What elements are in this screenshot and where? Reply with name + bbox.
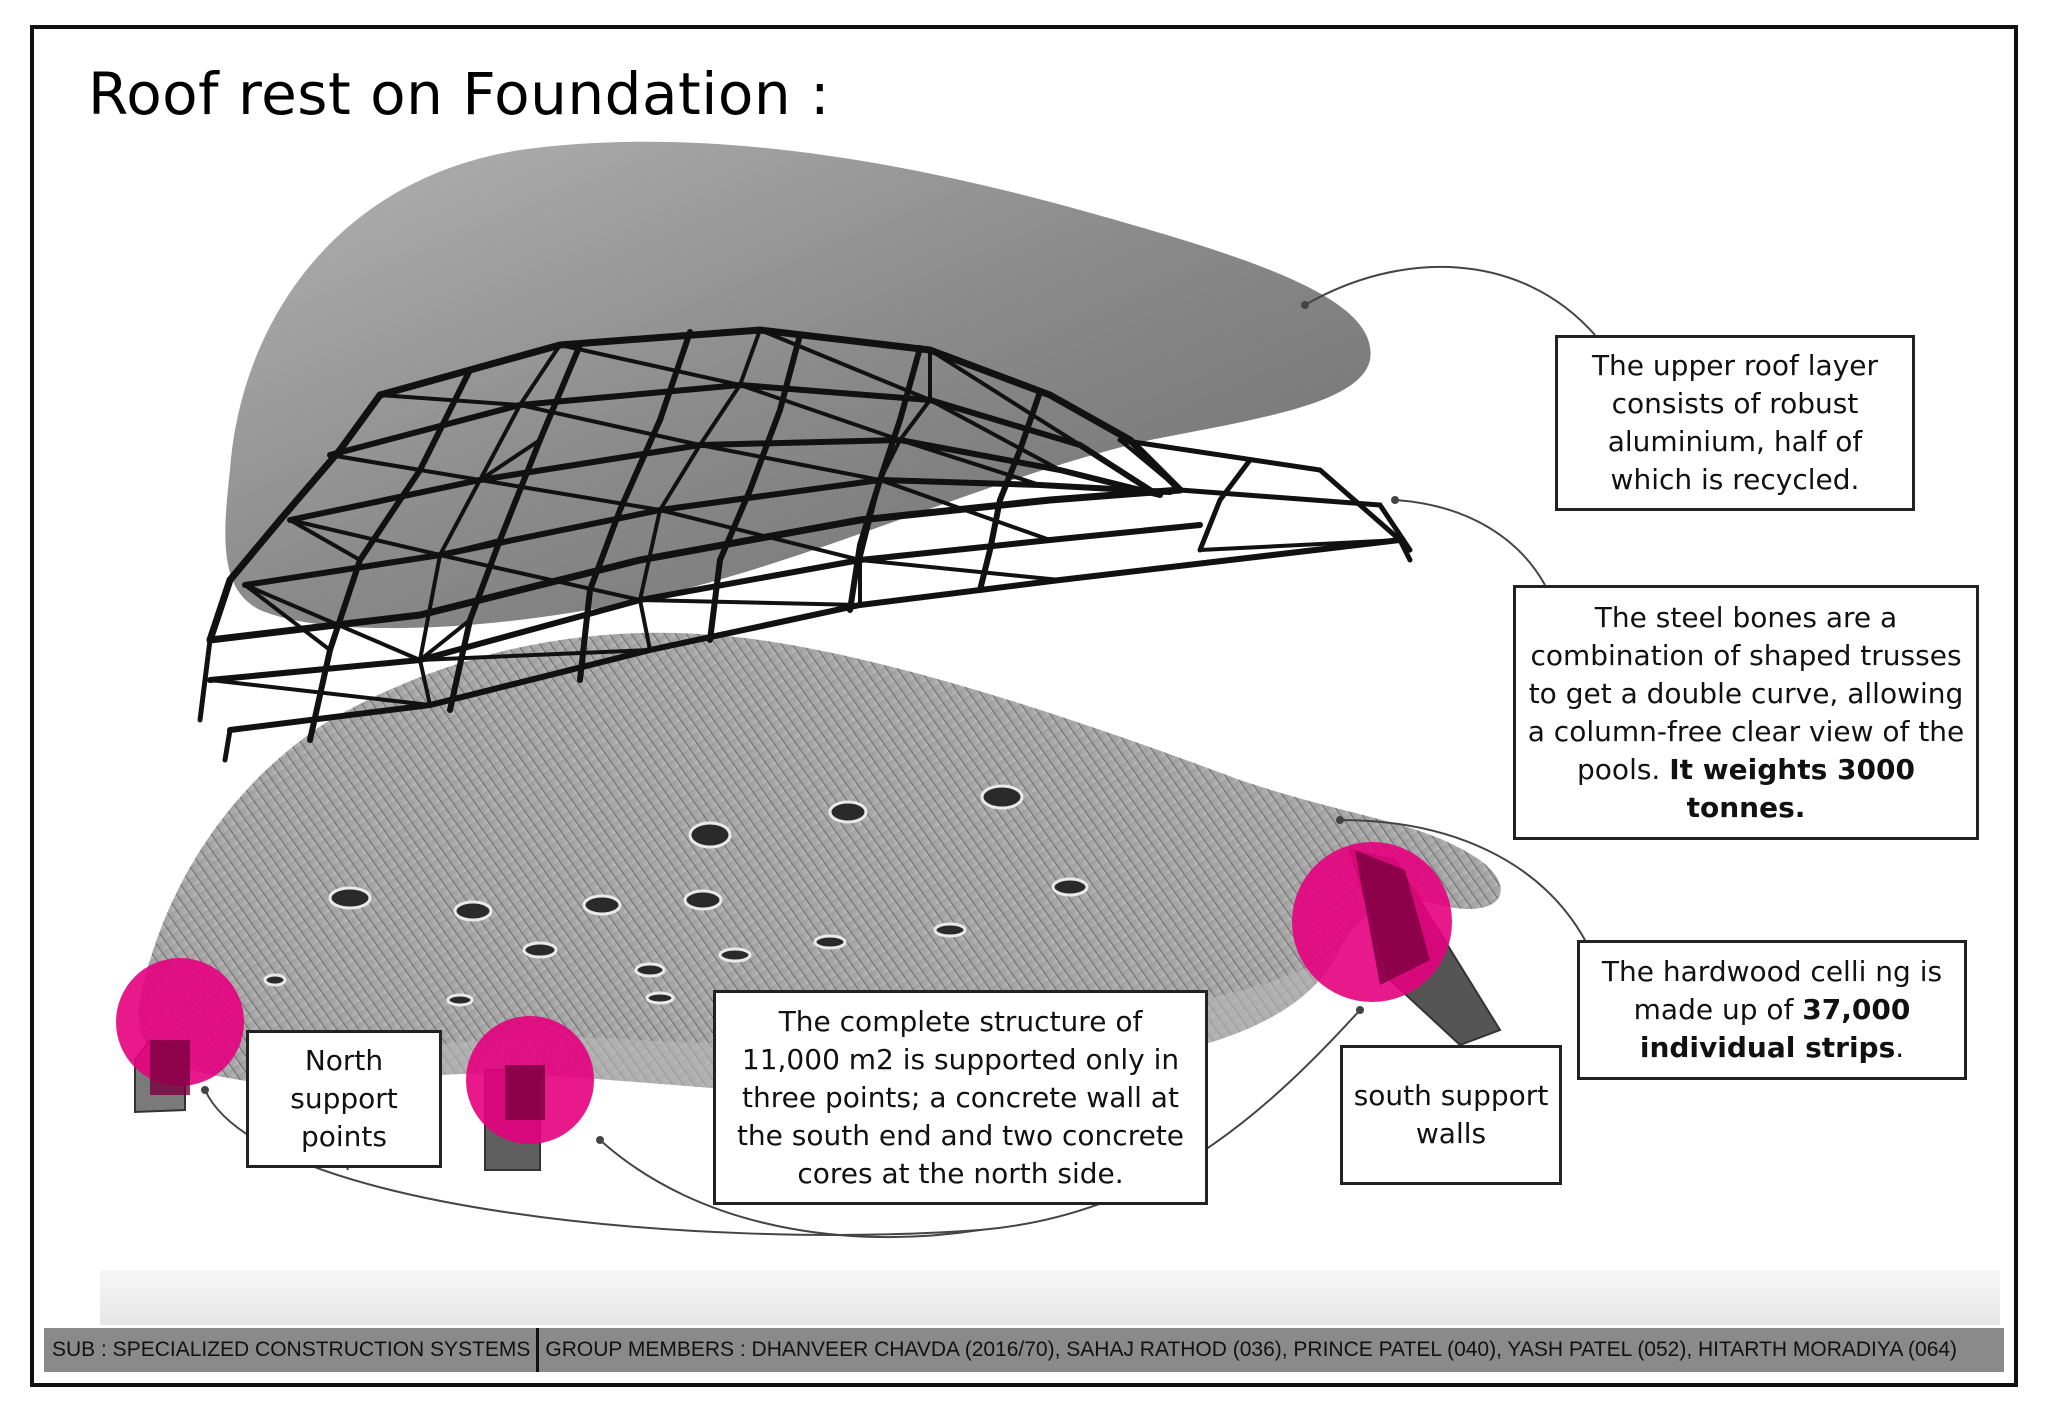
skylight: [980, 784, 1024, 810]
skylight: [718, 947, 752, 963]
steel-bones-weight: It weights 3000 tonnes.: [1669, 752, 1915, 824]
lower-ceiling-surface: [138, 632, 1501, 1094]
steel-bones-text: The steel bones are a combination of sha…: [1527, 600, 1965, 786]
south-support-note: south support walls: [1340, 1045, 1562, 1185]
footer-subject: SUB : SPECIALIZED CONSTRUCTION SYSTEMS: [52, 1338, 531, 1361]
skylight: [328, 886, 372, 910]
steel-bones-note-text: The steel bones are a combination of sha…: [1526, 599, 1966, 827]
skylight: [933, 922, 967, 938]
hardwood-ceiling-note: The hardwood celli ng is made up of 37,0…: [1577, 940, 1967, 1080]
skylight: [522, 941, 558, 959]
footer-bar: SUB : SPECIALIZED CONSTRUCTION SYSTEMS G…: [44, 1328, 2004, 1372]
upper-roof-layer: [225, 141, 1371, 629]
structure-note: The complete structure of 11,000 m2 is s…: [713, 990, 1208, 1205]
hardwood-note-text: The hardwood celli ng is made up of 37,0…: [1590, 953, 1954, 1067]
footer-members: GROUP MEMBERS : DHANVEER CHAVDA (2016/70…: [545, 1338, 1958, 1361]
skylight: [634, 962, 666, 978]
page-title: Roof rest on Foundation :: [88, 60, 831, 128]
steel-truss-frame: [197, 326, 1413, 763]
hardwood-strips: 37,000 individual strips: [1639, 993, 1911, 1064]
north-support-note: North support points: [246, 1030, 442, 1168]
footer-divider: [536, 1328, 540, 1372]
skylight: [582, 894, 622, 916]
hardwood-text-2: .: [1895, 1031, 1905, 1064]
skylight: [1051, 877, 1089, 897]
skylight: [688, 821, 732, 849]
structure-note-text: The complete structure of 11,000 m2 is s…: [736, 1004, 1185, 1190]
upper-roof-note-text: The upper roof layer consists of robust …: [1591, 349, 1879, 496]
skylight: [645, 991, 675, 1005]
hardwood-text-1: The hardwood celli ng is made up of: [1601, 955, 1943, 1026]
skylight: [446, 993, 474, 1007]
upper-roof-note: The upper roof layer consists of robust …: [1555, 335, 1915, 511]
skylight: [813, 934, 847, 950]
skylight: [453, 900, 493, 922]
skylight: [263, 973, 287, 987]
ground-plane: [100, 1270, 2000, 1325]
steel-bones-note: The steel bones are a combination of sha…: [1513, 585, 1979, 840]
skylight: [828, 800, 868, 824]
north-support-highlight-1: [116, 958, 244, 1086]
skylight: [683, 889, 723, 911]
leader-lines: [204, 266, 1596, 1239]
north-support-note-text: North support points: [290, 1044, 398, 1153]
south-support-note-text: south support walls: [1353, 1079, 1549, 1150]
skylight-openings: [263, 784, 1089, 1007]
